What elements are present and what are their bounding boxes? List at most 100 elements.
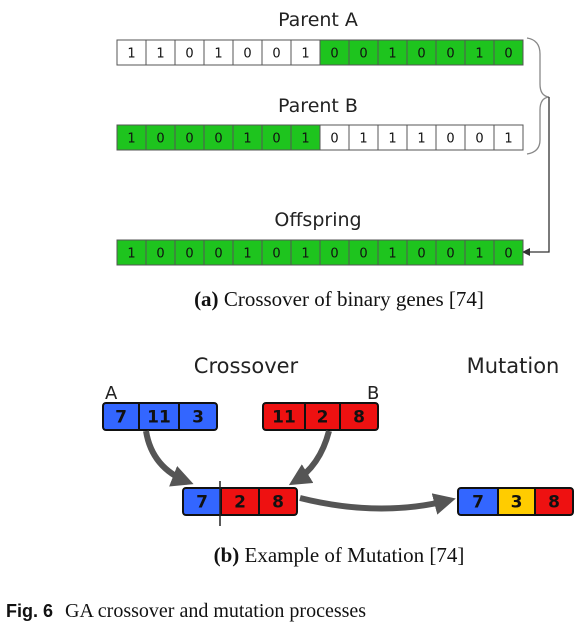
- offspring-cell: [435, 239, 466, 266]
- parent-a-gene-value: 11: [147, 408, 171, 428]
- child-gene-value: 8: [272, 493, 284, 513]
- arrow-child-to-mutated: [299, 493, 456, 515]
- parent-b-bit: 1: [359, 132, 367, 147]
- mutated-gene: [458, 488, 498, 515]
- parent-b-outline: [262, 402, 379, 431]
- parent-b-cell: [174, 124, 205, 151]
- parent-a-bit: 1: [127, 47, 135, 62]
- child-gene-value: 2: [234, 493, 246, 513]
- mutation-label: Mutation: [467, 354, 560, 378]
- offspring-cell: [261, 239, 292, 266]
- arrow-b-to-child: [288, 430, 332, 486]
- offspring-bit: 0: [446, 247, 454, 262]
- mutated-gene: [498, 488, 535, 515]
- parent-b-cell: [493, 124, 524, 151]
- parent-b-bit: 0: [214, 132, 222, 147]
- mutated-gene: [535, 488, 573, 515]
- offspring-cell: [493, 239, 524, 266]
- parent-b-gene: [305, 403, 340, 430]
- child-outline: [182, 487, 298, 516]
- parent-a-gene: [139, 403, 179, 430]
- parent-b-cell: [348, 124, 379, 151]
- parent-b-bit: 1: [301, 132, 309, 147]
- offspring-label: Offspring: [274, 209, 361, 231]
- offspring-bit: 1: [388, 247, 396, 262]
- child-gene: [183, 488, 221, 515]
- parent-b-gene: [340, 403, 378, 430]
- offspring-bit: 1: [301, 247, 309, 262]
- parent-b-bit: 0: [185, 132, 193, 147]
- parent-b-bit: 1: [127, 132, 135, 147]
- offspring-bit: 1: [475, 247, 483, 262]
- label-b: B: [367, 383, 379, 404]
- parent-b-bit: 1: [504, 132, 512, 147]
- parent-b-bit: 0: [272, 132, 280, 147]
- panel-a-caption-text: Crossover of binary genes [74]: [219, 287, 484, 311]
- panel-b-caption-letter: (b): [214, 543, 240, 567]
- parent-a-cell: [319, 39, 350, 66]
- child-gene-value: 7: [196, 493, 208, 513]
- figure-caption: Fig. 6 GA crossover and mutation process…: [6, 600, 366, 622]
- figure-caption-text: GA crossover and mutation processes: [65, 600, 366, 622]
- parent-b-bit: 0: [446, 132, 454, 147]
- offspring-bit: 0: [417, 247, 425, 262]
- child-gene: [259, 488, 297, 515]
- parent-a-bit: 0: [272, 47, 280, 62]
- offspring-bit: 1: [243, 247, 251, 262]
- parent-a-cell: [174, 39, 205, 66]
- parent-b-bit: 0: [330, 132, 338, 147]
- parent-a-bit: 1: [388, 47, 396, 62]
- mutated-gene-value: 7: [472, 493, 484, 513]
- parent-b-bit: 1: [417, 132, 425, 147]
- mutated-outline: [457, 487, 574, 516]
- parent-a-gene: [103, 403, 139, 430]
- crossover-label: Crossover: [194, 354, 299, 378]
- parent-a-bit: 0: [446, 47, 454, 62]
- parent-a-bit: 0: [417, 47, 425, 62]
- panel-b-caption: (b) Example of Mutation [74]: [214, 543, 465, 567]
- brace-to-offspring-arrow: [522, 97, 550, 256]
- parent-a-cell: [232, 39, 263, 66]
- parent-b-cell: [232, 124, 263, 151]
- combine-brace: [526, 37, 550, 155]
- mutated-genes: 7 3 8: [457, 487, 574, 516]
- parent-b-cell: [145, 124, 176, 151]
- offspring-bit: 0: [156, 247, 164, 262]
- parent-b-cell: [261, 124, 292, 151]
- parent-a-genes: 7 11 3: [102, 402, 218, 431]
- parent-a-cell: [377, 39, 408, 66]
- parent-a-cell: [116, 39, 147, 66]
- figure-caption-label: Fig. 6: [6, 601, 53, 621]
- parent-a-bit: 1: [301, 47, 309, 62]
- parent-a-cell: [348, 39, 379, 66]
- offspring-cell: [116, 239, 147, 266]
- offspring-cell: [174, 239, 205, 266]
- parent-b-gene-value: 8: [353, 408, 365, 428]
- offspring-bit: 0: [359, 247, 367, 262]
- panel-b-caption-text: Example of Mutation [74]: [239, 543, 464, 567]
- mutated-gene-value: 8: [548, 493, 560, 513]
- offspring-bit: 0: [272, 247, 280, 262]
- parent-a-gene: [179, 403, 217, 430]
- child-genes: 7 2 8: [182, 487, 298, 516]
- parent-a-gene-value: 7: [115, 408, 127, 428]
- arrow-a-to-child: [143, 430, 194, 487]
- parent-a-gene-value: 3: [192, 408, 204, 428]
- offspring-cell: [348, 239, 379, 266]
- parent-a-bit: 0: [185, 47, 193, 62]
- parent-b-bit: 0: [475, 132, 483, 147]
- parent-a-bit: 0: [504, 47, 512, 62]
- parent-a-bit: 0: [330, 47, 338, 62]
- parent-b-bit: 1: [243, 132, 251, 147]
- offspring-cell: [319, 239, 350, 266]
- parent-a-cell: [493, 39, 524, 66]
- parent-a-cell: [464, 39, 495, 66]
- mutated-gene-value: 3: [511, 493, 523, 513]
